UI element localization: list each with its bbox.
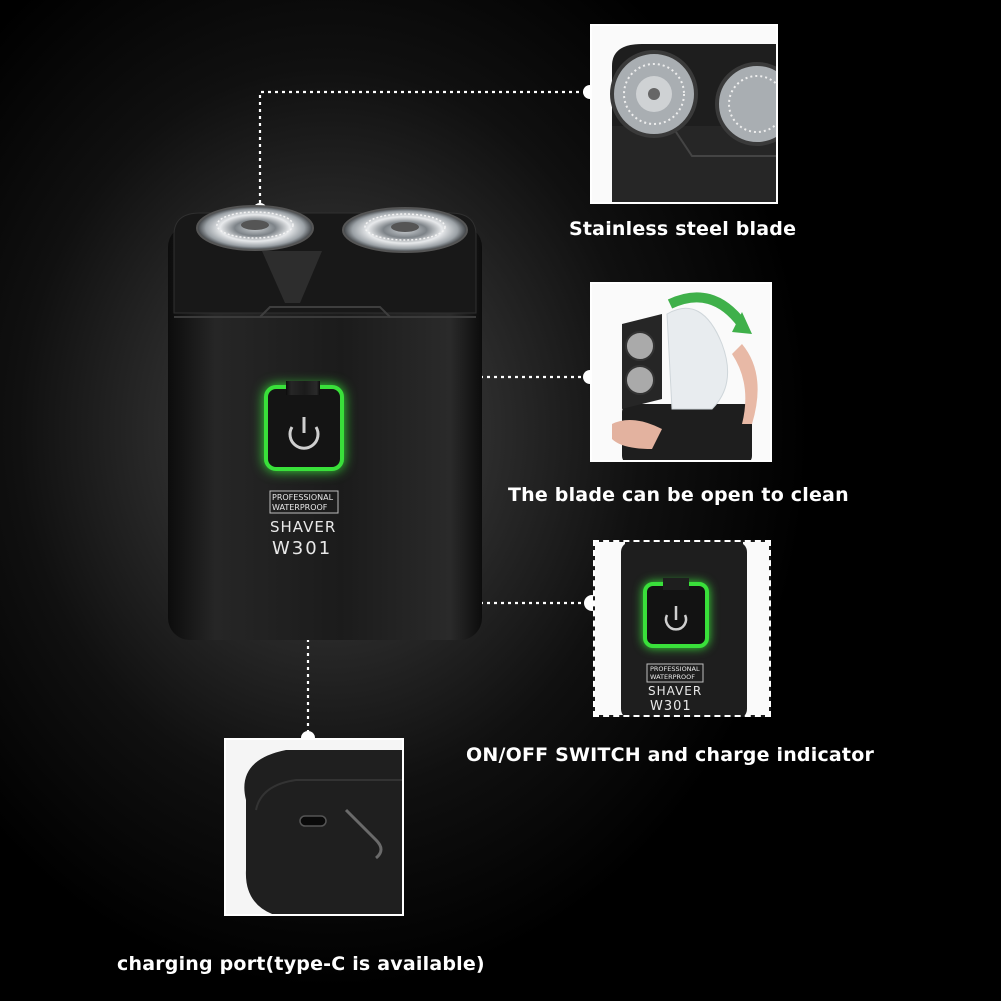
power-icon xyxy=(288,417,320,450)
blade-heads-closeup-icon xyxy=(592,26,776,202)
badge-line-professional: PROFESSIONAL xyxy=(272,493,334,502)
shaver-main-image xyxy=(168,205,482,640)
power-button-closeup-icon xyxy=(595,542,769,715)
product-model: W301 xyxy=(272,538,333,559)
inset-badge-line-professional: PROFESSIONAL xyxy=(650,665,700,673)
inset-product-model: W301 xyxy=(650,699,692,714)
caption-blade: Stainless steel blade xyxy=(569,218,797,240)
inset-switch xyxy=(593,540,771,717)
usb-c-port-closeup-icon xyxy=(226,740,402,914)
inset-port xyxy=(224,738,404,916)
caption-switch: ON/OFF SWITCH and charge indicator xyxy=(466,744,875,766)
open-head-rinse-icon xyxy=(592,284,770,460)
badge-line-waterproof: WATERPROOF xyxy=(272,503,328,512)
power-button xyxy=(264,381,344,471)
inset-clean xyxy=(590,282,772,462)
inset-badge-line-waterproof: WATERPROOF xyxy=(650,673,696,681)
connector-blade xyxy=(258,90,590,210)
badge-text: PROFESSIONAL WATERPROOF xyxy=(272,493,338,513)
inset-badge-text: PROFESSIONAL WATERPROOF xyxy=(650,665,700,681)
inset-product-name: SHAVER xyxy=(648,684,703,698)
product-name: SHAVER xyxy=(270,518,337,536)
waterproof-badge xyxy=(269,490,339,514)
blade-heads xyxy=(196,205,468,253)
caption-port: charging port(type-C is available) xyxy=(117,953,485,975)
caption-clean: The blade can be open to clean xyxy=(508,484,849,506)
inset-blade xyxy=(590,24,778,204)
